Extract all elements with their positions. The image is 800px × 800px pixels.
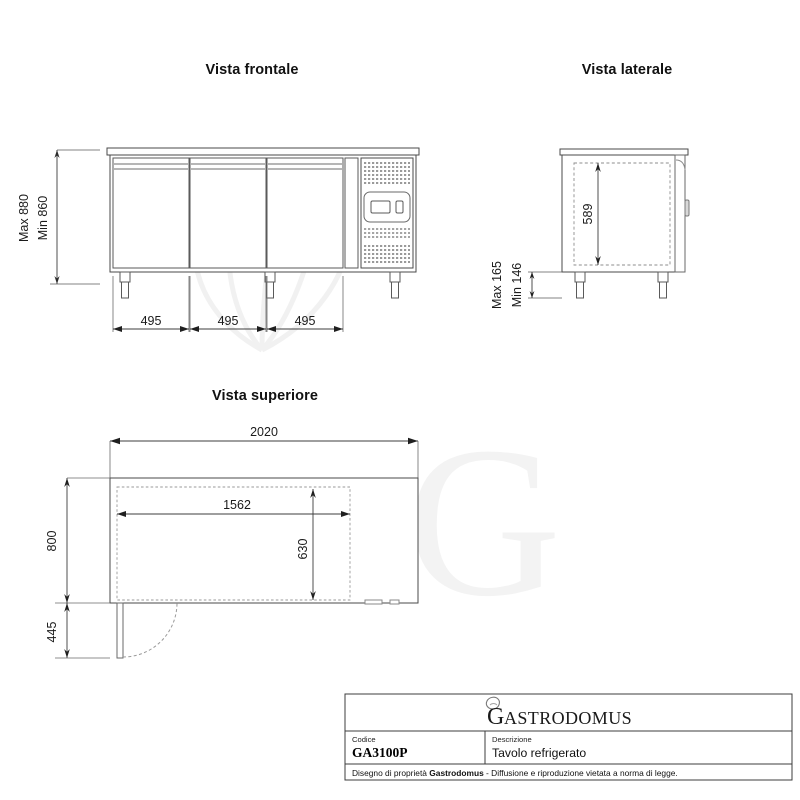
side-hinge-icon — [675, 159, 686, 171]
code-value: GA3100P — [352, 745, 408, 760]
top-depth-dimension: 800 — [45, 477, 110, 604]
top-rear-tab-2 — [389, 599, 400, 605]
top-inner-width-label: 1562 — [223, 498, 251, 512]
side-inner-height-label: 589 — [581, 204, 595, 225]
side-leg-min-label: Min 146 — [510, 263, 524, 308]
top-door-swing-dimension: 445 — [45, 603, 110, 659]
top-rear-tab-1 — [364, 599, 383, 605]
side-view-title: Vista laterale — [582, 62, 673, 78]
front-worktop — [106, 147, 420, 156]
front-door-width-1: 495 — [141, 314, 162, 328]
front-view: Vista frontale Max 880 Min 860 — [17, 62, 420, 332]
side-inner-height-dimension: 589 — [581, 163, 601, 265]
side-leg-1 — [574, 271, 586, 299]
brand-initial: G — [487, 704, 504, 730]
code-label: Codice — [352, 735, 376, 744]
title-block: G ASTRODOMUS Codice GA3100P Descrizione … — [344, 693, 793, 781]
front-view-title: Vista frontale — [206, 62, 299, 78]
side-inner-cavity-hidden — [573, 162, 671, 266]
title-block-frame — [344, 693, 793, 781]
top-door-leaf — [116, 602, 124, 659]
side-worktop — [559, 148, 689, 156]
description-value: Tavolo refrigerato — [492, 746, 586, 760]
front-doors — [112, 157, 359, 269]
side-view: Vista laterale 589 — [490, 62, 690, 309]
description-label: Descrizione — [492, 735, 532, 744]
copyright-notice: Disegno di proprietà Gastrodomus - Diffu… — [352, 768, 678, 778]
top-depth-label: 800 — [45, 531, 59, 552]
front-leg-2 — [264, 271, 276, 299]
side-leg-height-dimension — [528, 271, 562, 299]
front-leg-3 — [389, 271, 401, 299]
front-leg-1 — [119, 271, 131, 299]
copyright-brand: Gastrodomus — [429, 768, 484, 778]
side-legs — [574, 271, 669, 299]
top-door-swing-label: 445 — [45, 622, 59, 643]
front-door-width-2: 495 — [218, 314, 239, 328]
top-inner-depth-label: 630 — [296, 539, 310, 560]
top-inner-width-dimension: 1562 — [117, 498, 350, 517]
front-door-width-3: 495 — [295, 314, 316, 328]
front-door-2 — [189, 157, 267, 269]
front-control-compartment — [360, 157, 414, 269]
top-inner-chamber-hidden — [116, 486, 351, 601]
front-control-panel[interactable] — [363, 191, 411, 223]
top-inner-depth-dimension: 630 — [296, 489, 316, 600]
copyright-suffix: - Diffusione e riproduzione vietata a no… — [484, 768, 678, 778]
front-legs — [119, 271, 401, 299]
side-cabinet-body — [561, 154, 676, 273]
side-handle-icon — [684, 199, 690, 217]
front-height-dimension — [50, 149, 100, 285]
watermark-g-letter: G — [406, 402, 561, 641]
chef-hat-icon — [485, 696, 500, 710]
front-door-3 — [266, 157, 344, 269]
top-view-title: Vista superiore — [212, 388, 318, 404]
side-leg-2 — [657, 271, 669, 299]
svg-text:G: G — [406, 402, 561, 641]
top-overall-width-label: 2020 — [250, 425, 278, 439]
front-width-dimensions: 495 495 495 — [112, 276, 344, 332]
copyright-prefix: Disegno di proprietà — [352, 768, 429, 778]
front-height-min-label: Min 860 — [36, 196, 50, 241]
front-height-max-label: Max 880 — [17, 194, 31, 242]
top-rear-tabs — [364, 599, 400, 605]
side-leg-max-label: Max 165 — [490, 261, 504, 309]
top-view: Vista superiore 2020 1562 630 — [45, 388, 419, 659]
top-open-door — [116, 602, 178, 659]
control-display-icon — [370, 200, 391, 214]
brand-rest: ASTRODOMUS — [504, 708, 632, 728]
side-door-leaf — [674, 154, 690, 273]
control-button-icon[interactable] — [395, 200, 404, 214]
top-plan-outline — [109, 477, 419, 604]
brand-logo: G ASTRODOMUS — [485, 696, 632, 730]
front-door-1 — [112, 157, 190, 269]
top-overall-width-dimension: 2020 — [109, 425, 419, 478]
front-filler-panel — [344, 157, 359, 269]
